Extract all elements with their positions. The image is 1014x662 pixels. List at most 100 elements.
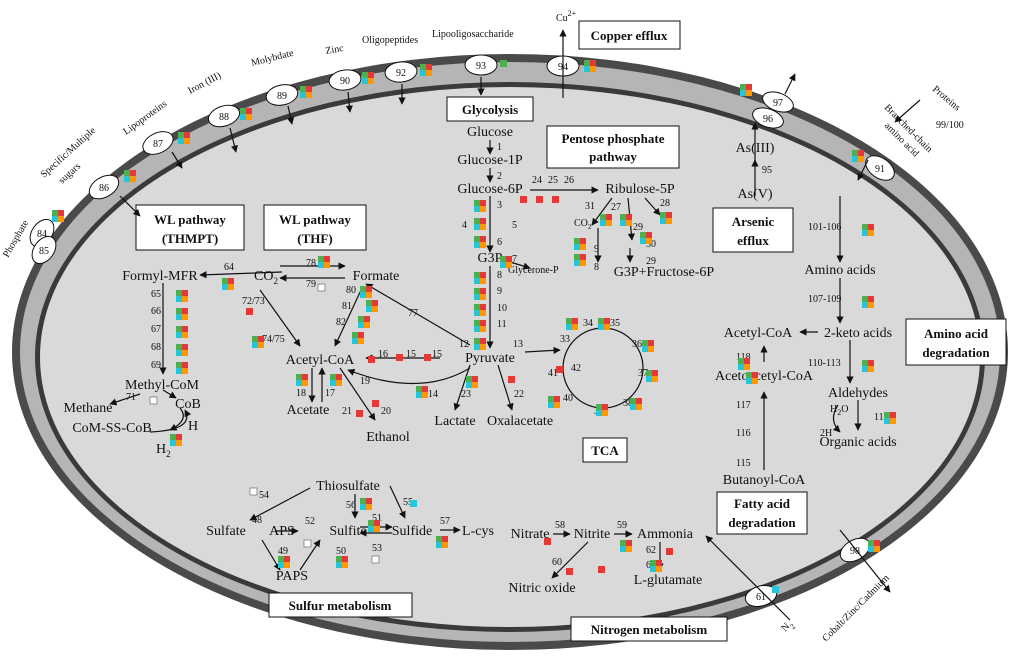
metabolite-com-ss-cob: CoM-SS-CoB: [72, 421, 151, 436]
gene-marker-cell: [182, 314, 188, 320]
metabolite-sulfate: Sulfate: [206, 524, 246, 539]
nitrogen-metabolism-box: Nitrogen metabolism: [570, 616, 728, 642]
gene-marker-cell: [874, 546, 880, 552]
gene-marker-cell: [372, 300, 378, 306]
transporter-90: 90: [328, 69, 362, 91]
gene-marker-cell: [626, 214, 632, 220]
gene-marker-cell: [744, 364, 750, 370]
gene-marker-cell: [176, 290, 182, 296]
svg-text:67: 67: [151, 324, 161, 335]
gene-marker-cell: [176, 332, 182, 338]
gene-marker-cell: [620, 214, 626, 220]
metabolite-methyl-com: Methyl-CoM: [125, 378, 199, 393]
gene-marker-cell: [358, 338, 364, 344]
gene-marker-cell: [330, 380, 336, 386]
svg-text:66: 66: [151, 306, 161, 317]
gene-marker-cell: [368, 520, 374, 526]
metabolite-glucose-6p: Glucose-6P: [457, 182, 523, 197]
metabolite-cob: CoB: [175, 397, 201, 412]
gene-marker-cell: [366, 292, 372, 298]
gene-marker-cell: [598, 318, 604, 324]
gene-marker-cell: [580, 254, 586, 260]
svg-text:24: 24: [532, 175, 542, 186]
gene-marker-cell: [646, 370, 652, 376]
svg-text:114: 114: [874, 412, 889, 423]
gene-marker-cell: [636, 398, 642, 404]
gene-marker-cell: [858, 156, 864, 162]
gene-marker-cell: [342, 562, 348, 568]
gene-marker-cell: [620, 220, 626, 226]
gene-marker-cell: [584, 66, 590, 72]
gene-marker-cell: [884, 412, 890, 418]
gene-marker-cell: [600, 214, 606, 220]
gene-marker-cell: [890, 412, 896, 418]
gene-marker-cell: [606, 214, 612, 220]
svg-text:84: 84: [37, 229, 47, 240]
svg-text:27: 27: [611, 202, 621, 213]
tca-label: TCA: [591, 443, 619, 458]
glycolysis-box: Glycolysis: [446, 96, 534, 122]
metabolite-oxalacetate: Oxalacetate: [487, 414, 553, 429]
svg-text:15: 15: [432, 349, 442, 360]
svg-text:58: 58: [555, 520, 565, 531]
gene-marker: [772, 586, 779, 593]
gene-marker: [552, 196, 559, 203]
gene-marker-cell: [58, 216, 64, 222]
gene-marker-cell: [374, 520, 380, 526]
svg-text:69: 69: [151, 360, 161, 371]
gene-marker-cell: [480, 304, 486, 310]
glycolysis-label: Glycolysis: [462, 102, 518, 117]
gene-marker-cell: [480, 236, 486, 242]
svg-text:19: 19: [360, 376, 370, 387]
transporter-86: 86: [88, 174, 120, 200]
svg-text:16: 16: [378, 349, 388, 360]
gene-marker-cell: [650, 566, 656, 572]
gene-marker-cell: [352, 338, 358, 344]
gene-marker-cell: [598, 324, 604, 330]
svg-text:71: 71: [126, 392, 136, 403]
gene-marker-cell: [868, 224, 874, 230]
gene-marker-cell: [420, 70, 426, 76]
gene-marker-cell: [480, 294, 486, 300]
gene-marker-cell: [364, 316, 370, 322]
metabolite-organic-acids: Organic acids: [819, 435, 896, 450]
svg-text:23: 23: [461, 389, 471, 400]
gene-marker-cell: [324, 262, 330, 268]
gene-marker-cell: [480, 242, 486, 248]
gene-marker: [566, 568, 573, 575]
gene-marker-cell: [852, 150, 858, 156]
svg-text:90: 90: [340, 76, 350, 87]
gene-marker-cell: [506, 262, 512, 268]
svg-text:21: 21: [342, 406, 352, 417]
iron-label: Iron (III): [186, 70, 223, 97]
gene-marker-cell: [184, 138, 190, 144]
wl-thmpt-label-1: WL pathway: [154, 212, 226, 227]
gene-marker-cell: [744, 358, 750, 364]
gene-marker-cell: [182, 326, 188, 332]
sulfur-metabolism-box: Sulfur metabolism: [268, 592, 413, 618]
svg-text:59: 59: [617, 520, 627, 531]
gene-marker-cell: [240, 114, 246, 120]
metabolite-pyruvate: Pyruvate: [465, 351, 515, 366]
gene-marker-cell: [474, 294, 480, 300]
arsenic-efflux-box: Arsenic efflux: [712, 207, 794, 253]
metabolite-acetyl-coa-right: Acetyl-CoA: [724, 326, 793, 341]
gene-marker-cell: [426, 64, 432, 70]
metabolite-butanoyl-coa: Butanoyl-CoA: [723, 473, 806, 488]
gene-marker-cell: [868, 366, 874, 372]
gene-marker-cell: [182, 296, 188, 302]
gene-marker-cell: [566, 324, 572, 330]
gene-marker-cell: [318, 262, 324, 268]
gene-marker-cell: [300, 86, 306, 92]
gene-marker-cell: [176, 308, 182, 314]
gene-marker-cell: [222, 278, 228, 284]
gene-marker-cell: [472, 376, 478, 382]
wl-thmpt-box: WL pathway (THMPT): [135, 204, 245, 251]
gene-marker-cell: [656, 566, 662, 572]
metabolite-l-cys: L-cys: [462, 524, 494, 539]
lipooligosaccharide-label: Lipooligosaccharide: [432, 29, 514, 40]
svg-text:29: 29: [646, 256, 656, 267]
metabolite-sulfite: Sulfite: [329, 524, 366, 539]
metabolite-as-v: As(V): [738, 187, 773, 202]
gene-marker-cell: [480, 344, 486, 350]
